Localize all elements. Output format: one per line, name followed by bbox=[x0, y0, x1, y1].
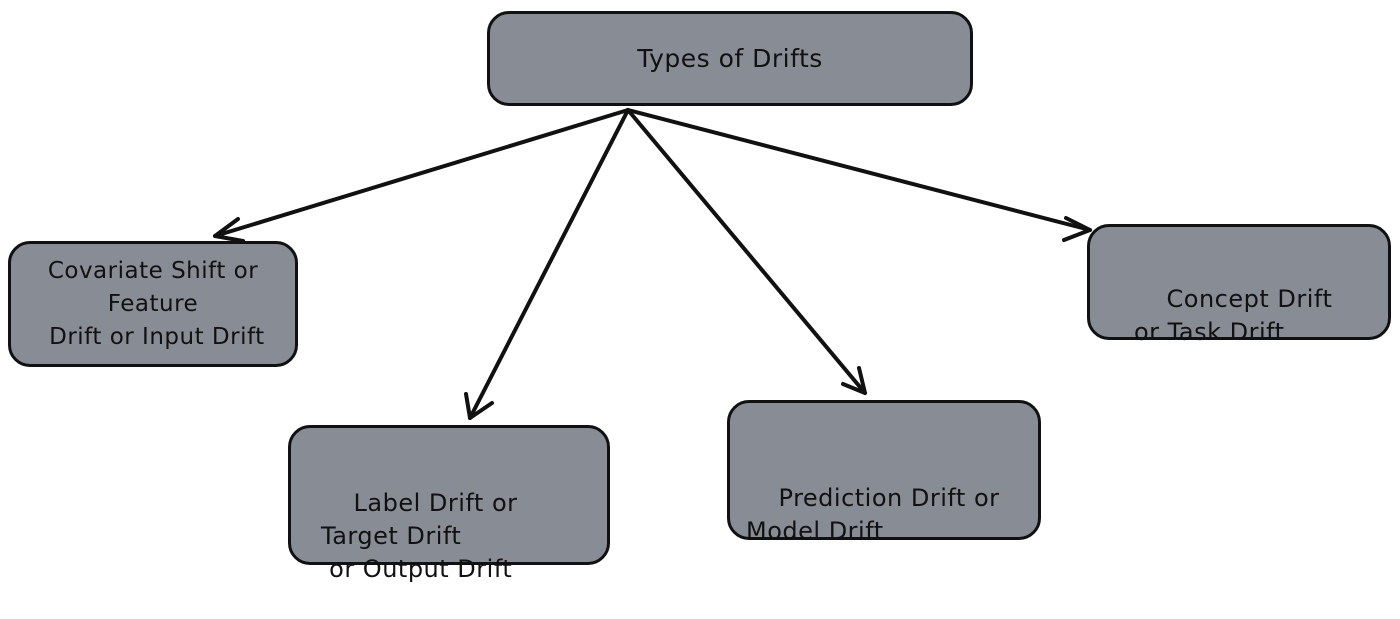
node-label-drift-label: Label Drift or Target Drift or Output Dr… bbox=[321, 489, 518, 583]
node-covariate-shift: Covariate Shift or Feature Drift or Inpu… bbox=[8, 241, 298, 367]
node-prediction-drift: Prediction Drift or Model Drift bbox=[727, 400, 1041, 545]
node-prediction-label: Prediction Drift or Model Drift bbox=[746, 484, 1000, 545]
arrow-root-to-covariate bbox=[213, 108, 630, 243]
root-node-label: Types of Drifts bbox=[637, 44, 823, 73]
node-concept-label: Concept Drift or Task Drift bbox=[1134, 285, 1333, 346]
diagram-edges bbox=[213, 108, 1092, 420]
node-label-drift: Label Drift or Target Drift or Output Dr… bbox=[288, 425, 610, 583]
arrow-root-to-prediction bbox=[626, 108, 867, 395]
node-concept-drift: Concept Drift or Task Drift bbox=[1087, 224, 1391, 346]
root-node-types-of-drifts: Types of Drifts bbox=[487, 11, 973, 106]
arrow-root-to-label bbox=[464, 108, 630, 420]
node-covariate-label: Covariate Shift or Feature Drift or Inpu… bbox=[47, 257, 265, 350]
arrow-root-to-concept bbox=[626, 108, 1092, 242]
drift-types-diagram: Types of Drifts Covariate Shift or Featu… bbox=[8, 11, 1391, 583]
